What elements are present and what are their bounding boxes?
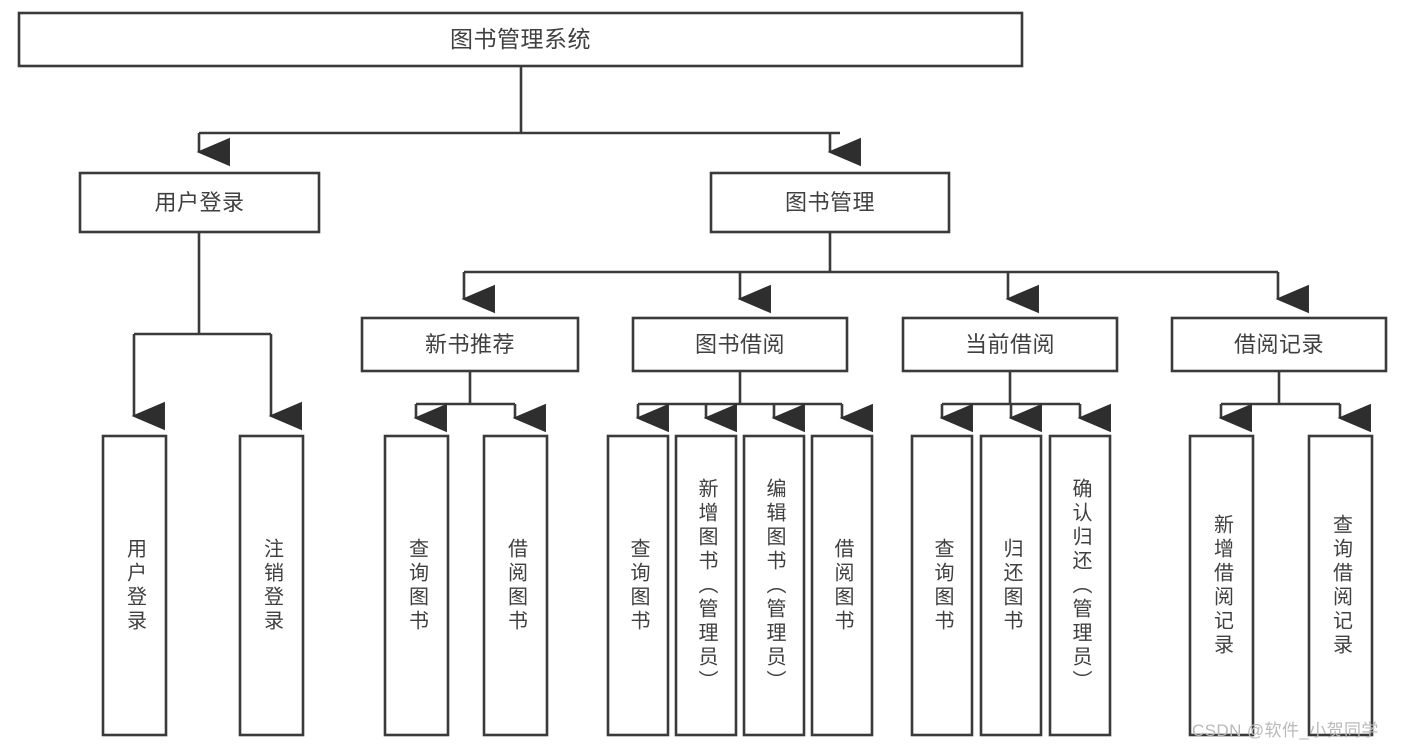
node-box-leaf-query-book-3[interactable] xyxy=(910,434,974,737)
node-box-root[interactable] xyxy=(17,11,1024,68)
node-box-leaf-borrow-book-1[interactable] xyxy=(482,434,549,737)
node-box-leaf-logout[interactable] xyxy=(238,434,305,737)
node-box-borrow-record[interactable] xyxy=(1170,316,1388,373)
node-box-leaf-add-record[interactable] xyxy=(1188,434,1255,737)
node-box-leaf-return-book[interactable] xyxy=(979,434,1043,737)
node-box-user-login[interactable] xyxy=(78,171,321,234)
node-box-leaf-query-book-2[interactable] xyxy=(606,434,670,737)
node-box-leaf-confirm-return[interactable] xyxy=(1048,434,1112,737)
node-box-new-book-recommend[interactable] xyxy=(360,316,580,373)
node-box-leaf-edit-book[interactable] xyxy=(742,434,806,737)
node-box-leaf-query-record[interactable] xyxy=(1307,434,1374,737)
node-box-leaf-add-book[interactable] xyxy=(674,434,738,737)
node-box-leaf-user-login[interactable] xyxy=(101,434,168,737)
node-box-book-borrow[interactable] xyxy=(631,316,849,373)
node-box-current-borrow[interactable] xyxy=(901,316,1119,373)
node-box-leaf-borrow-book-2[interactable] xyxy=(810,434,874,737)
node-box-leaf-query-book-1[interactable] xyxy=(383,434,450,737)
node-box-book-management[interactable] xyxy=(709,171,951,234)
